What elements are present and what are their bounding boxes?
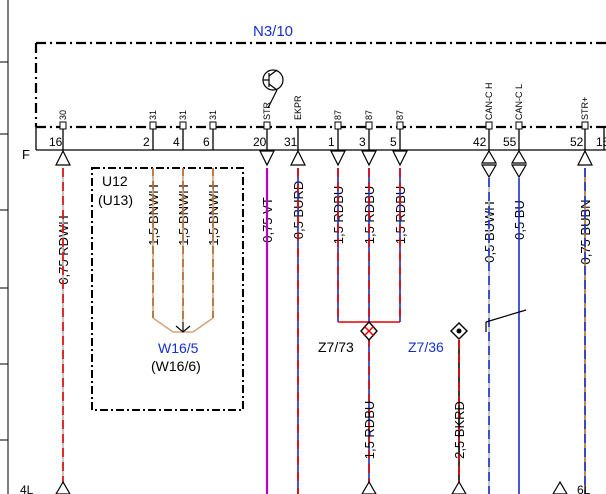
pin-name: 31 xyxy=(148,110,158,120)
footer-left-ref: 4L xyxy=(20,483,34,494)
pin-15: 15 xyxy=(596,127,606,150)
pin-name: 31 xyxy=(178,110,188,120)
pin-name: CAN-C L xyxy=(514,84,524,120)
pin-name: 30 xyxy=(58,110,68,120)
pin-terminal-icon xyxy=(581,121,589,130)
w16-connector-alt-label: (W16/6) xyxy=(151,358,201,374)
transistor-icon xyxy=(262,69,284,109)
arrow-up-icon xyxy=(55,149,71,166)
pin-number: 31 xyxy=(284,135,298,149)
pin-terminal-icon xyxy=(179,121,187,130)
splice-z7-36-label: Z7/36 xyxy=(408,339,444,355)
pin-terminal-icon xyxy=(149,121,157,130)
pin-number: 42 xyxy=(473,135,487,149)
arrow-up-icon xyxy=(290,149,306,166)
lower-wire-labels: 1,5 RDBU 2,5 BKRD xyxy=(362,401,467,460)
pin-name: STR+ xyxy=(580,97,590,120)
pin-terminal-icon xyxy=(209,121,217,130)
w16-connector-arrow-icon xyxy=(175,322,191,333)
pin-number: 1 xyxy=(328,135,335,149)
w16-connector-label: W16/5 xyxy=(158,340,199,356)
pin-terminal-icon xyxy=(515,121,523,130)
arrow-up-icon xyxy=(510,149,528,164)
pin-number: 3 xyxy=(359,135,366,149)
pin-terminal-icon xyxy=(263,121,271,130)
group-box-subtitle: (U13) xyxy=(98,192,133,208)
splice-z7-73-label: Z7/73 xyxy=(318,339,354,355)
pin-number: 4 xyxy=(173,135,180,149)
module-title: N3/10 xyxy=(253,23,293,40)
pin-name: 87 xyxy=(333,110,343,120)
pin-terminal-icon xyxy=(485,121,493,130)
arrow-up-icon xyxy=(480,149,498,164)
pin-terminal-icon xyxy=(396,121,404,130)
wires xyxy=(62,168,586,494)
pin-name: 87 xyxy=(364,110,374,120)
pin-name: 31 xyxy=(208,110,218,120)
wire-rdbu-group xyxy=(337,168,401,494)
pin-number: 6 xyxy=(203,135,210,149)
splice-z7-36-icon xyxy=(450,322,468,340)
left-border xyxy=(0,0,9,494)
arrow-up-icon xyxy=(577,149,593,166)
splice-z7-73-icon xyxy=(360,320,378,342)
arrow-down-icon xyxy=(480,164,498,179)
pin-name: EKPR xyxy=(293,95,303,120)
arrow-down-icon xyxy=(510,164,528,179)
pin-number: 52 xyxy=(570,135,584,149)
pin-number: 2 xyxy=(143,135,150,149)
u12-group-box xyxy=(91,167,244,411)
pin-name: CAN-C H xyxy=(484,83,494,121)
wire-bnwh-group xyxy=(152,168,214,333)
arrow-down-icon xyxy=(330,150,346,167)
pin-number: 16 xyxy=(49,135,63,149)
arrow-down-icon xyxy=(392,150,408,167)
module-enclosure xyxy=(34,41,606,129)
footer-right-ref: 6L xyxy=(577,483,591,494)
pin-terminal-icon xyxy=(59,121,67,130)
can-switch xyxy=(485,309,527,332)
pin-name: STR xyxy=(262,101,272,120)
arrow-down-icon xyxy=(361,150,377,167)
pin-number: 5 xyxy=(390,135,397,149)
wire-label-lower-bkrd: 2,5 BKRD xyxy=(452,401,467,459)
pin-number: 55 xyxy=(503,135,517,149)
group-box-title: U12 xyxy=(102,173,128,189)
bottom-arrows xyxy=(55,480,568,494)
pin-terminal-icon xyxy=(334,121,342,130)
arrow-down-icon xyxy=(259,150,275,167)
pin-terminal-icon xyxy=(365,121,373,130)
rail-label: F xyxy=(22,147,30,162)
pin-number: 20 xyxy=(253,135,267,149)
wire-label-lower-rdbu: 1,5 RDBU xyxy=(362,401,377,460)
pin-number: 15 xyxy=(596,135,606,149)
pin-name: 87 xyxy=(395,110,405,120)
